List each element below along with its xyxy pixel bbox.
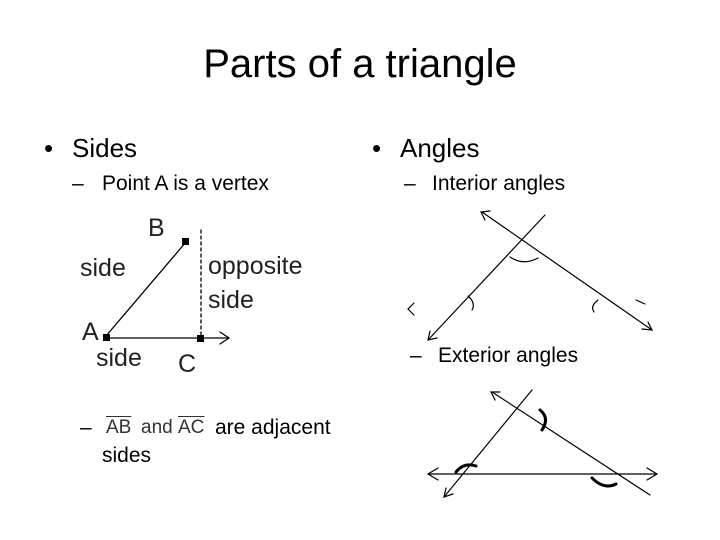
exterior-arrow-3b — [646, 467, 659, 481]
dash-marker-exterior: – — [410, 344, 422, 367]
slide-title: Parts of a triangle — [203, 42, 517, 86]
interior-line-1 — [481, 211, 653, 331]
ray-arrowhead — [219, 331, 231, 345]
interior-line-2 — [427, 214, 546, 341]
dash-marker-adjacent: – — [80, 416, 92, 439]
label-side-bc: side — [208, 286, 254, 314]
vertex-b-point — [182, 238, 189, 245]
sub-bullet-interior: Interior angles — [432, 172, 566, 195]
bullet-angles: Angles — [400, 133, 480, 163]
segment-and: and — [141, 417, 173, 438]
exterior-angle-arc-left — [454, 463, 478, 474]
exterior-arrow-3a — [426, 467, 439, 481]
exterior-arrow-1 — [490, 391, 501, 401]
exterior-angle-arc-top — [538, 408, 547, 432]
segment-ab: AB — [106, 417, 132, 438]
exterior-angle-arc-right — [590, 476, 618, 488]
bullet-marker-angles: • — [372, 133, 382, 163]
interior-angle-arc-right — [592, 299, 599, 313]
bullet-marker-sides: • — [44, 133, 54, 163]
side-ab-line — [105, 241, 187, 337]
adjacent-text: are adjacent — [215, 416, 331, 439]
vertex-a-point — [103, 334, 110, 341]
bullet-sides: Sides — [72, 133, 138, 163]
interior-arrow-1a — [480, 210, 491, 221]
interior-angle-arc-top — [509, 256, 539, 263]
label-vertex-c: C — [178, 350, 197, 378]
label-vertex-b: B — [148, 214, 165, 242]
sub-bullet-exterior: Exterior angles — [438, 344, 579, 367]
adjacent-text-line2: sides — [102, 444, 152, 467]
interior-tick-right — [635, 299, 646, 305]
exterior-line-2 — [443, 389, 533, 498]
interior-arrow-1b — [641, 321, 654, 331]
segment-ac: AC — [178, 417, 205, 438]
exterior-arrow-2 — [443, 487, 454, 498]
exterior-line-1 — [491, 391, 651, 496]
interior-arrow-2 — [427, 330, 438, 341]
interior-tick-left — [407, 302, 415, 316]
label-side-ab: side — [80, 254, 126, 282]
dash-marker-vertex: – — [72, 172, 84, 195]
label-side-ac: side — [96, 344, 142, 372]
vertex-c-point — [197, 335, 204, 342]
dash-marker-interior: – — [404, 172, 416, 195]
label-vertex-a: A — [82, 318, 99, 346]
label-opposite: opposite — [208, 252, 303, 280]
sub-bullet-vertex: Point A is a vertex — [102, 172, 269, 195]
interior-angle-arc-left — [467, 295, 474, 311]
